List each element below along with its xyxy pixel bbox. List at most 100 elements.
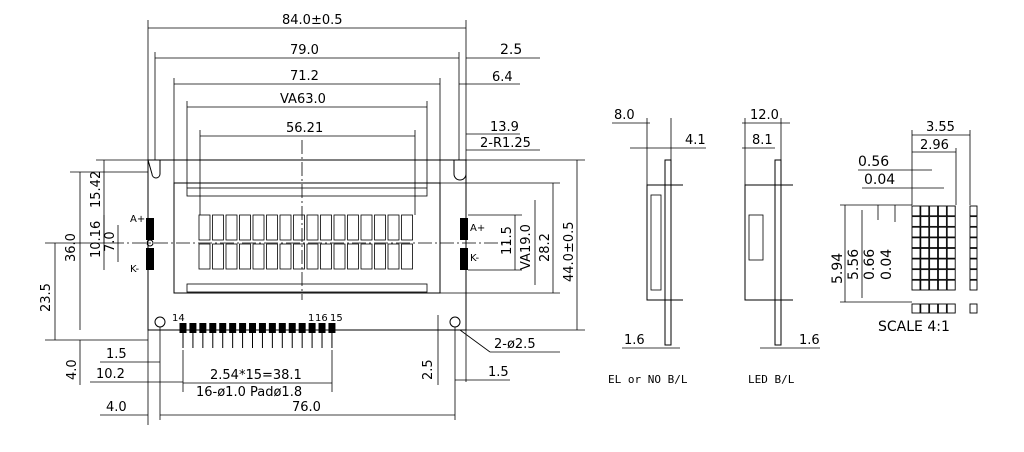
dim-pin-offset: 2.5: [421, 359, 436, 380]
dim-edge-4-0: 4.0: [106, 400, 127, 415]
pin: [239, 323, 247, 333]
dim-bezel-width: 71.2: [290, 69, 319, 84]
led-dim-12: 12.0: [750, 108, 779, 123]
leader-holes: [459, 329, 491, 353]
dot-cursor: [920, 303, 930, 314]
front-view: [45, 20, 585, 425]
pin: [268, 323, 276, 333]
dot: [920, 226, 930, 238]
dot: [920, 247, 930, 259]
dim-va-height: VA19.0: [519, 224, 534, 270]
dim-overall-width: 84.0±0.5: [282, 13, 343, 28]
dot-neighbor: [969, 258, 978, 270]
pin: [328, 323, 336, 333]
dot: [920, 279, 930, 291]
character-cell: [320, 243, 332, 270]
character-cell: [279, 243, 292, 270]
led-body: [744, 184, 776, 301]
dot: [946, 269, 956, 280]
dot: [929, 216, 939, 227]
dot: [937, 216, 947, 227]
dim-view-area: VA63.0: [280, 92, 326, 107]
cd-dim-2-96: 2.96: [920, 138, 949, 153]
cd-dim-0-56: 0.56: [858, 154, 889, 170]
dim-edge-1-5-left: 1.5: [106, 347, 127, 362]
bezel-bottom-strip: [186, 283, 428, 293]
cd-dim-0-04-h: 0.04: [864, 172, 895, 188]
dot: [929, 258, 939, 270]
dot: [920, 269, 930, 280]
character-cell: [347, 243, 359, 270]
character-cell: [239, 243, 251, 270]
dot: [946, 205, 956, 217]
dim-edge-6-4: 6.4: [492, 70, 513, 85]
dim-char-area: 56.21: [286, 121, 323, 136]
dim-hole-span-bottom: 76.0: [292, 400, 321, 415]
corner-notch-right: [453, 159, 467, 181]
dot: [929, 247, 939, 259]
dot: [946, 279, 956, 291]
side-view-el: [612, 118, 706, 349]
character-cell: [198, 214, 211, 241]
dot: [920, 237, 930, 249]
character-cell: [293, 243, 305, 270]
label-pin-1: 1: [308, 313, 314, 324]
dot: [911, 237, 921, 249]
dim-height-15-42: 15.42: [89, 171, 104, 208]
dot: [911, 226, 921, 238]
led-pcb: [774, 159, 782, 346]
el-dim-1-6: 1.6: [624, 333, 645, 348]
dot-cursor-neighbor: [969, 303, 978, 314]
dot: [911, 216, 921, 227]
dot: [929, 269, 939, 280]
cd-scale: SCALE 4:1: [878, 319, 950, 335]
character-cell: [347, 214, 359, 241]
dot: [946, 258, 956, 270]
cd-dim-5-94: 5.94: [830, 253, 846, 284]
dot: [937, 205, 947, 217]
pad-a-left: [146, 218, 154, 240]
character-cell: [266, 214, 278, 241]
dot-neighbor: [969, 226, 978, 238]
dim-height-23-5: 23.5: [39, 283, 54, 312]
pin: [308, 323, 316, 333]
character-cell: [198, 243, 211, 270]
character-cell: [401, 243, 413, 270]
pin: [219, 323, 227, 333]
dim-pads: 16-ø1.0 Padø1.8: [196, 385, 302, 400]
character-cell: [225, 243, 238, 270]
cd-dim-5-56: 5.56: [846, 249, 862, 280]
dot: [946, 226, 956, 238]
dot: [920, 216, 930, 227]
pin: [318, 323, 326, 333]
dot: [911, 205, 921, 217]
character-cell: [374, 214, 386, 241]
dot-neighbor: [969, 247, 978, 259]
dot: [929, 226, 939, 238]
label-pin-15: 15: [330, 313, 343, 324]
character-cell: [306, 214, 319, 241]
dim-overall-height: 44.0±0.5: [562, 221, 577, 282]
led-caption: LED B/L: [748, 373, 795, 386]
pin-header: [179, 323, 336, 348]
character-cell: [374, 243, 386, 270]
dot: [929, 237, 939, 249]
dot: [946, 247, 956, 259]
dim-edge-10-2: 10.2: [96, 367, 125, 382]
dot-neighbor: [969, 216, 978, 227]
character-cell: [239, 214, 251, 241]
pin: [249, 323, 257, 333]
cd-dim-0-66: 0.66: [862, 249, 878, 280]
cd-dim-3-55: 3.55: [926, 120, 955, 135]
dot-cursor: [911, 303, 921, 314]
side-view-led: [742, 118, 820, 349]
pin: [199, 323, 207, 333]
dot-cursor: [937, 303, 947, 314]
dim-char-height: 11.5: [500, 226, 515, 255]
dim-height-10-16: 10.16: [89, 221, 104, 258]
pad-k-left: [146, 248, 154, 270]
character-cell: [333, 243, 346, 270]
character-cells: [198, 214, 413, 270]
character-cell: [401, 214, 413, 241]
